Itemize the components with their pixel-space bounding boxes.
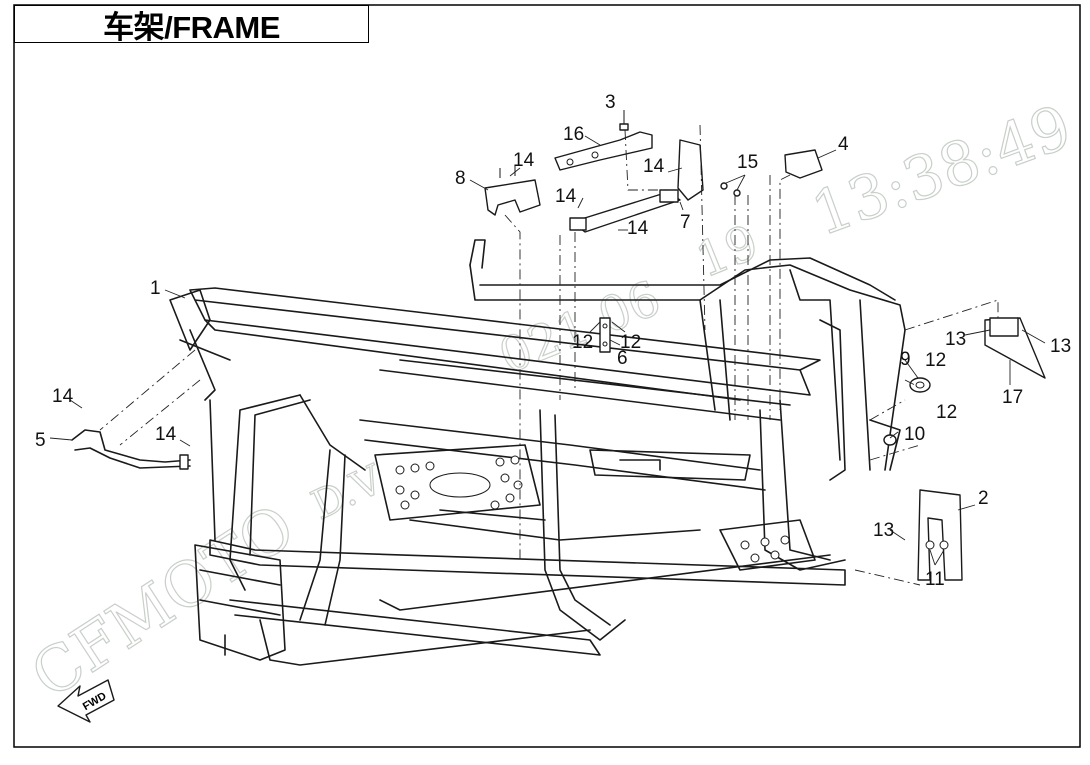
callout-13-c[interactable]: 13 xyxy=(873,520,894,541)
callout-8[interactable]: 8 xyxy=(455,168,466,189)
watermark-center-fragment: 021 06 xyxy=(492,270,669,385)
callout-9[interactable]: 9 xyxy=(900,349,911,370)
callout-14-d[interactable]: 14 xyxy=(627,218,649,239)
callout-2[interactable]: 2 xyxy=(978,488,989,509)
page-title: 车架/FRAME xyxy=(103,9,280,45)
callout-7[interactable]: 7 xyxy=(680,212,691,233)
callout-16[interactable]: 16 xyxy=(563,124,584,145)
callout-12-c[interactable]: 12 xyxy=(925,350,946,371)
callout-15[interactable]: 15 xyxy=(737,152,758,173)
part-7-crossbar[interactable] xyxy=(569,139,704,233)
callout-14-c[interactable]: 14 xyxy=(555,186,577,207)
part-17-plate[interactable] xyxy=(984,317,1046,379)
part-4-bracket[interactable] xyxy=(784,149,823,179)
callout-10[interactable]: 10 xyxy=(904,424,925,445)
callout-17[interactable]: 17 xyxy=(1002,387,1023,408)
callout-12-d[interactable]: 12 xyxy=(936,402,957,423)
watermark-brand: CFMOTO xyxy=(18,490,307,713)
part-2-bracket[interactable] xyxy=(917,489,963,581)
callout-5[interactable]: 5 xyxy=(35,430,46,451)
callout-13-a[interactable]: 13 xyxy=(945,329,966,350)
callout-14-b[interactable]: 14 xyxy=(643,156,665,177)
callout-6[interactable]: 6 xyxy=(617,348,628,369)
callout-4[interactable]: 4 xyxy=(838,134,849,155)
callouts: 1 2 3 4 5 6 7 8 9 10 11 12 12 12 12 13 1… xyxy=(35,92,1071,590)
part-8-clamp[interactable] xyxy=(484,166,541,216)
callout-14-a[interactable]: 14 xyxy=(513,150,535,171)
part-10-plug[interactable] xyxy=(883,434,897,446)
fwd-arrow: FWD xyxy=(57,679,115,723)
callout-1[interactable]: 1 xyxy=(150,278,161,299)
callout-12-a[interactable]: 12 xyxy=(572,332,593,353)
title-box: 车架/FRAME xyxy=(14,5,369,45)
part-6-plate[interactable] xyxy=(599,317,611,353)
part-5-harness[interactable] xyxy=(71,429,191,470)
leader-lines xyxy=(49,124,1046,586)
part-9-grommet[interactable] xyxy=(909,377,931,393)
callout-11[interactable]: 11 xyxy=(925,569,945,590)
callout-14-f[interactable]: 14 xyxy=(155,424,177,445)
callout-14-e[interactable]: 14 xyxy=(52,386,74,407)
watermark-date-fragment: 19 xyxy=(689,214,767,289)
callout-3[interactable]: 3 xyxy=(605,92,616,113)
callout-12-b[interactable]: 12 xyxy=(620,332,641,353)
part-3-screw[interactable] xyxy=(619,110,629,131)
watermark: CFMOTO 13:38:49 19 021 06 D.V xyxy=(18,92,1081,714)
floor-holes xyxy=(395,455,523,510)
watermark-time: 13:38:49 xyxy=(803,92,1080,250)
drawing-border xyxy=(13,4,1081,748)
part-16-bracket[interactable] xyxy=(554,131,653,171)
callout-13-b[interactable]: 13 xyxy=(1050,336,1071,357)
main-frame xyxy=(169,239,906,666)
